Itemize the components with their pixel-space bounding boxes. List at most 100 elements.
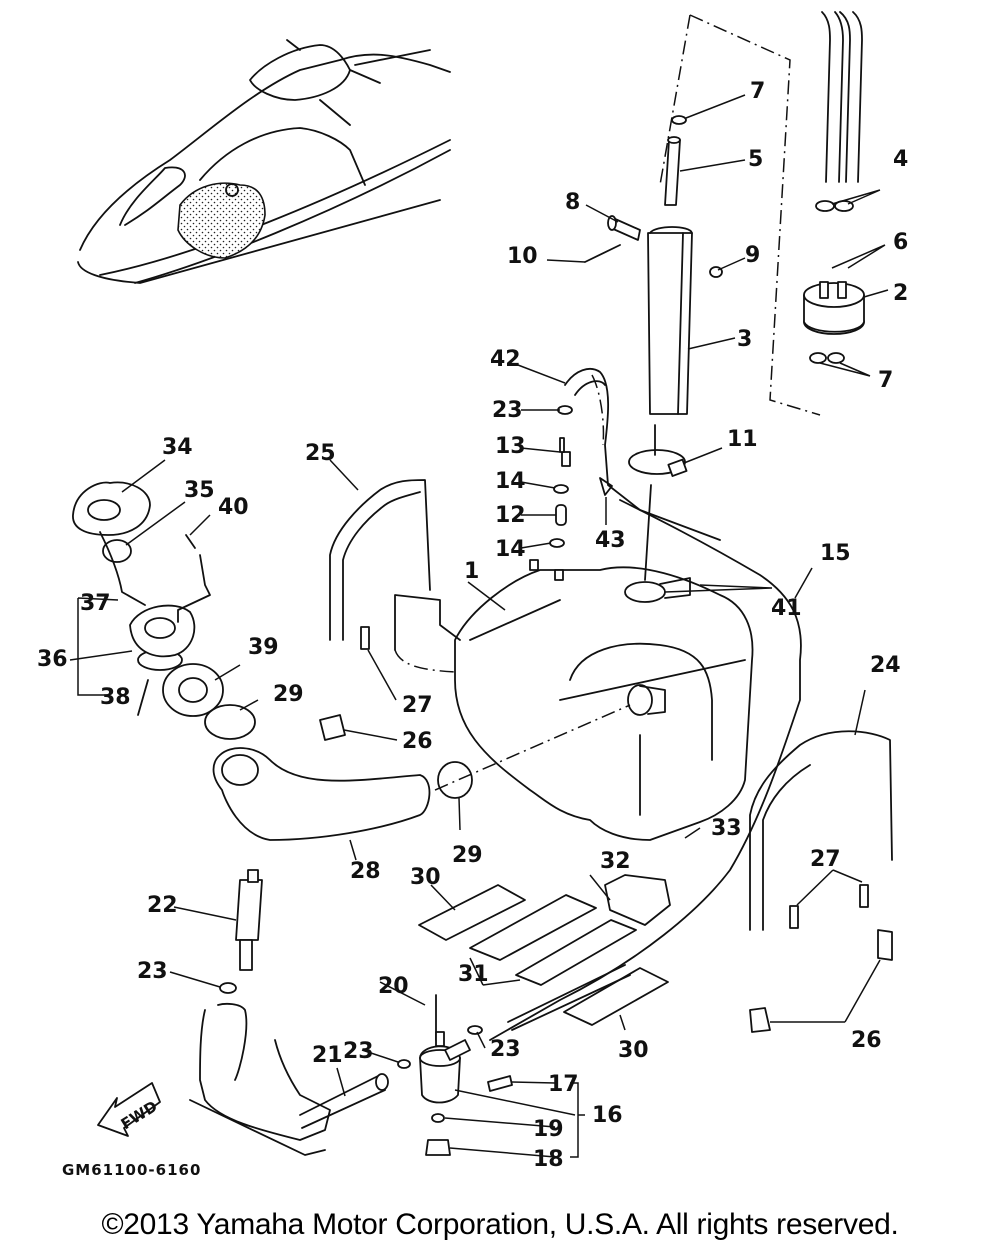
clamp-29: [437, 761, 473, 799]
tank-nipple: [529, 559, 539, 571]
callout-22: 22: [147, 893, 178, 918]
sender-tube-3: [647, 226, 693, 415]
tank-outlet-fitting: [627, 684, 666, 716]
clip-7: [671, 115, 687, 125]
clip-14: [553, 484, 569, 494]
filler-cap-34: [72, 481, 151, 536]
callout-12: 12: [495, 503, 526, 528]
callout-5: 5: [748, 147, 763, 172]
callout-19: 19: [533, 1117, 564, 1142]
hose: [507, 964, 631, 1031]
callout-10: 10: [507, 244, 538, 269]
callout-16: 16: [592, 1103, 623, 1128]
callout-34: 34: [162, 435, 193, 460]
bolt-27: [859, 884, 869, 908]
parts-diagram: FWD: [37, 11, 908, 1179]
callout-42: 42: [490, 347, 521, 372]
rivet-38: [137, 679, 149, 716]
clamp-29: [204, 704, 256, 740]
callout-38: 38: [100, 685, 131, 710]
callout-24: 24: [870, 653, 901, 678]
callout-39: 39: [248, 635, 279, 660]
callout-8: 8: [565, 190, 580, 215]
callout-13: 13: [495, 434, 526, 459]
callout-3: 3: [737, 327, 752, 352]
callout-25: 25: [305, 441, 336, 466]
guide-line: [659, 14, 691, 186]
callout-27a: 27: [402, 693, 433, 718]
bracket-26: [877, 929, 893, 961]
pin-10: [584, 244, 621, 263]
callout-21: 21: [312, 1043, 343, 1068]
inline-filter-22: [235, 869, 263, 971]
callout-6: 6: [893, 230, 908, 255]
drain-plug-18: [425, 1139, 451, 1156]
callout-27b: 27: [810, 847, 841, 872]
clip-23: [557, 405, 573, 415]
callout-37: 37: [80, 591, 111, 616]
band-25: [329, 479, 431, 641]
bracket-32: [604, 874, 671, 926]
mats: [418, 884, 669, 1026]
hose-end: [375, 1073, 389, 1091]
hoses-4: [821, 11, 863, 183]
mat-31: [469, 894, 597, 961]
clip-43: [599, 477, 613, 496]
clip-23: [467, 1025, 483, 1035]
o-ring-19: [431, 1113, 445, 1123]
callout-28: 28: [350, 859, 381, 884]
callout-1: 1: [464, 559, 479, 584]
callout-31: 31: [458, 962, 489, 987]
pickup-hose-assembly: [189, 1002, 331, 1156]
callout-18: 18: [533, 1147, 564, 1172]
bolt-27: [789, 905, 799, 929]
callout-26a: 26: [402, 729, 433, 754]
callout-40: 40: [218, 495, 249, 520]
callout-35: 35: [184, 478, 215, 503]
callout-4: 4: [893, 147, 908, 172]
guide-line: [434, 704, 631, 791]
callout-33: 33: [711, 816, 742, 841]
callout-7: 7: [750, 79, 765, 104]
gasket-35: [102, 539, 132, 563]
filler-hose-28: [212, 747, 431, 841]
pipe-5: [664, 136, 681, 206]
drawing-code: GM61100-6160: [62, 1161, 201, 1179]
guide-line: [644, 424, 656, 581]
callout-36: 36: [37, 647, 68, 672]
bolt-27: [360, 626, 370, 650]
filler-neck-36: [129, 604, 196, 671]
fwd-arrow-icon: FWD: [97, 1082, 161, 1137]
callout-2: 2: [893, 281, 908, 306]
mat-31: [515, 919, 637, 986]
tank-neck-41: [624, 577, 691, 603]
chain-37: [99, 531, 146, 606]
guide-line: [689, 14, 821, 416]
callout-7b: 7: [878, 368, 893, 393]
screw-40: [177, 534, 211, 623]
bracket-26: [749, 1007, 771, 1033]
clip-14: [549, 538, 565, 548]
vent-hose-42: [564, 368, 721, 541]
sender-unit-2: [803, 281, 865, 335]
leader-lines: [69, 94, 889, 1158]
watercraft-overview-illustration: [77, 39, 451, 284]
clip-23: [219, 982, 237, 994]
mat-30: [418, 884, 526, 941]
callout-11: 11: [727, 427, 758, 452]
callout-23b: 23: [137, 959, 168, 984]
band-24: [749, 730, 893, 931]
callout-9: 9: [745, 243, 760, 268]
tank-nipple: [554, 569, 564, 581]
callout-43: 43: [595, 528, 626, 553]
callout-30b: 30: [618, 1038, 649, 1063]
clip-7: [827, 352, 845, 364]
callout-23c: 23: [343, 1039, 374, 1064]
callout-15: 15: [820, 541, 851, 566]
callout-labels: 7 5 4 8 10 9 6 2 3 7 42 23 13 11 14 12 4…: [37, 79, 908, 1179]
callout-14a: 14: [495, 469, 526, 494]
callout-29b: 29: [452, 843, 483, 868]
callout-30a: 30: [410, 865, 441, 890]
clip-23: [397, 1059, 411, 1069]
callout-23d: 23: [490, 1037, 521, 1062]
